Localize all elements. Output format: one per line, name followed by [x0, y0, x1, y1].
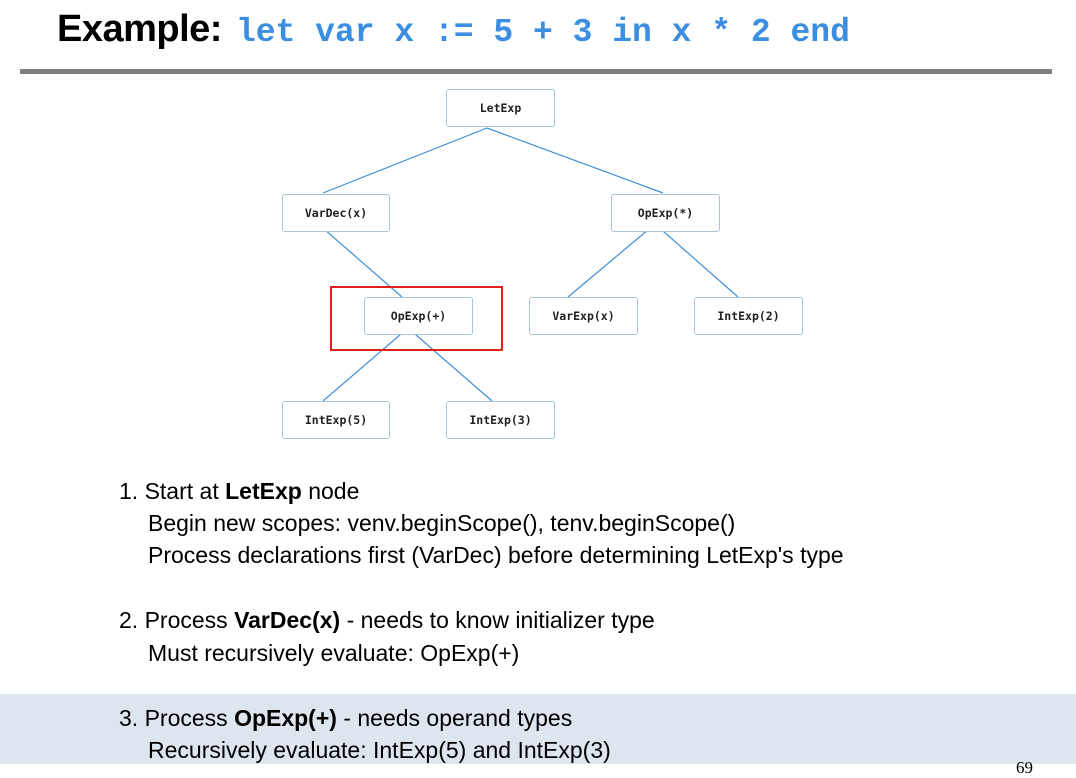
title-divider: [20, 69, 1052, 74]
node-opexp-mul: OpExp(*): [611, 194, 720, 232]
title-label: Example:: [57, 8, 222, 50]
edge-opmul-varexp: [567, 223, 656, 298]
step-1-heading: 1. Start at LetExp node: [119, 477, 359, 505]
node-vardec: VarDec(x): [282, 194, 390, 232]
page-number: 69: [1016, 758, 1033, 777]
tree-edges: [322, 127, 739, 402]
step-2-bold: VarDec(x): [234, 607, 341, 633]
step-1-prefix: Start at: [144, 478, 226, 504]
step-1-line-2: Process declarations first (VarDec) befo…: [148, 542, 844, 568]
edge-vardec-opadd: [323, 228, 403, 298]
step-3-number: 3.: [119, 705, 139, 731]
step-2-line-1: Must recursively evaluate: OpExp(+): [148, 640, 520, 666]
node-intexp-2: IntExp(2): [694, 297, 803, 335]
step-3-line-1: Recursively evaluate: IntExp(5) and IntE…: [148, 737, 611, 763]
step-3-heading: 3. Process OpExp(+) - needs operand type…: [119, 704, 572, 732]
title-code: let var x := 5 + 3 in x * 2 end: [235, 14, 850, 51]
slide-title: Example: let var x := 5 + 3 in x * 2 end: [57, 8, 850, 58]
edge-opmul-int2: [654, 223, 739, 298]
node-intexp-5: IntExp(5): [282, 401, 390, 439]
step-1-suffix: node: [301, 478, 360, 504]
step-3-bold: OpExp(+): [234, 705, 337, 731]
step-1-bold: LetExp: [225, 478, 302, 504]
node-opexp-add: OpExp(+): [364, 297, 473, 335]
edge-opadd-int5: [322, 327, 409, 402]
step-2-prefix: Process: [144, 607, 235, 633]
step-2-number: 2.: [119, 607, 139, 633]
step-2-suffix: - needs to know initializer type: [340, 607, 655, 633]
step-1-number: 1.: [119, 478, 139, 504]
step-3-prefix: Process: [144, 705, 235, 731]
highlight-box: [330, 286, 503, 351]
step-3-suffix: - needs operand types: [336, 705, 573, 731]
node-intexp-3: IntExp(3): [446, 401, 555, 439]
edge-opadd-int3: [407, 327, 493, 402]
edge-root-opmul: [486, 127, 664, 194]
step-2-heading: 2. Process VarDec(x) - needs to know ini…: [119, 606, 655, 634]
active-step-background: [0, 694, 1076, 764]
edge-root-vardec: [322, 127, 488, 194]
step-1-line-1: Begin new scopes: venv.beginScope(), ten…: [148, 510, 736, 536]
node-varexp: VarExp(x): [529, 297, 638, 335]
node-letexp: LetExp: [446, 89, 555, 127]
